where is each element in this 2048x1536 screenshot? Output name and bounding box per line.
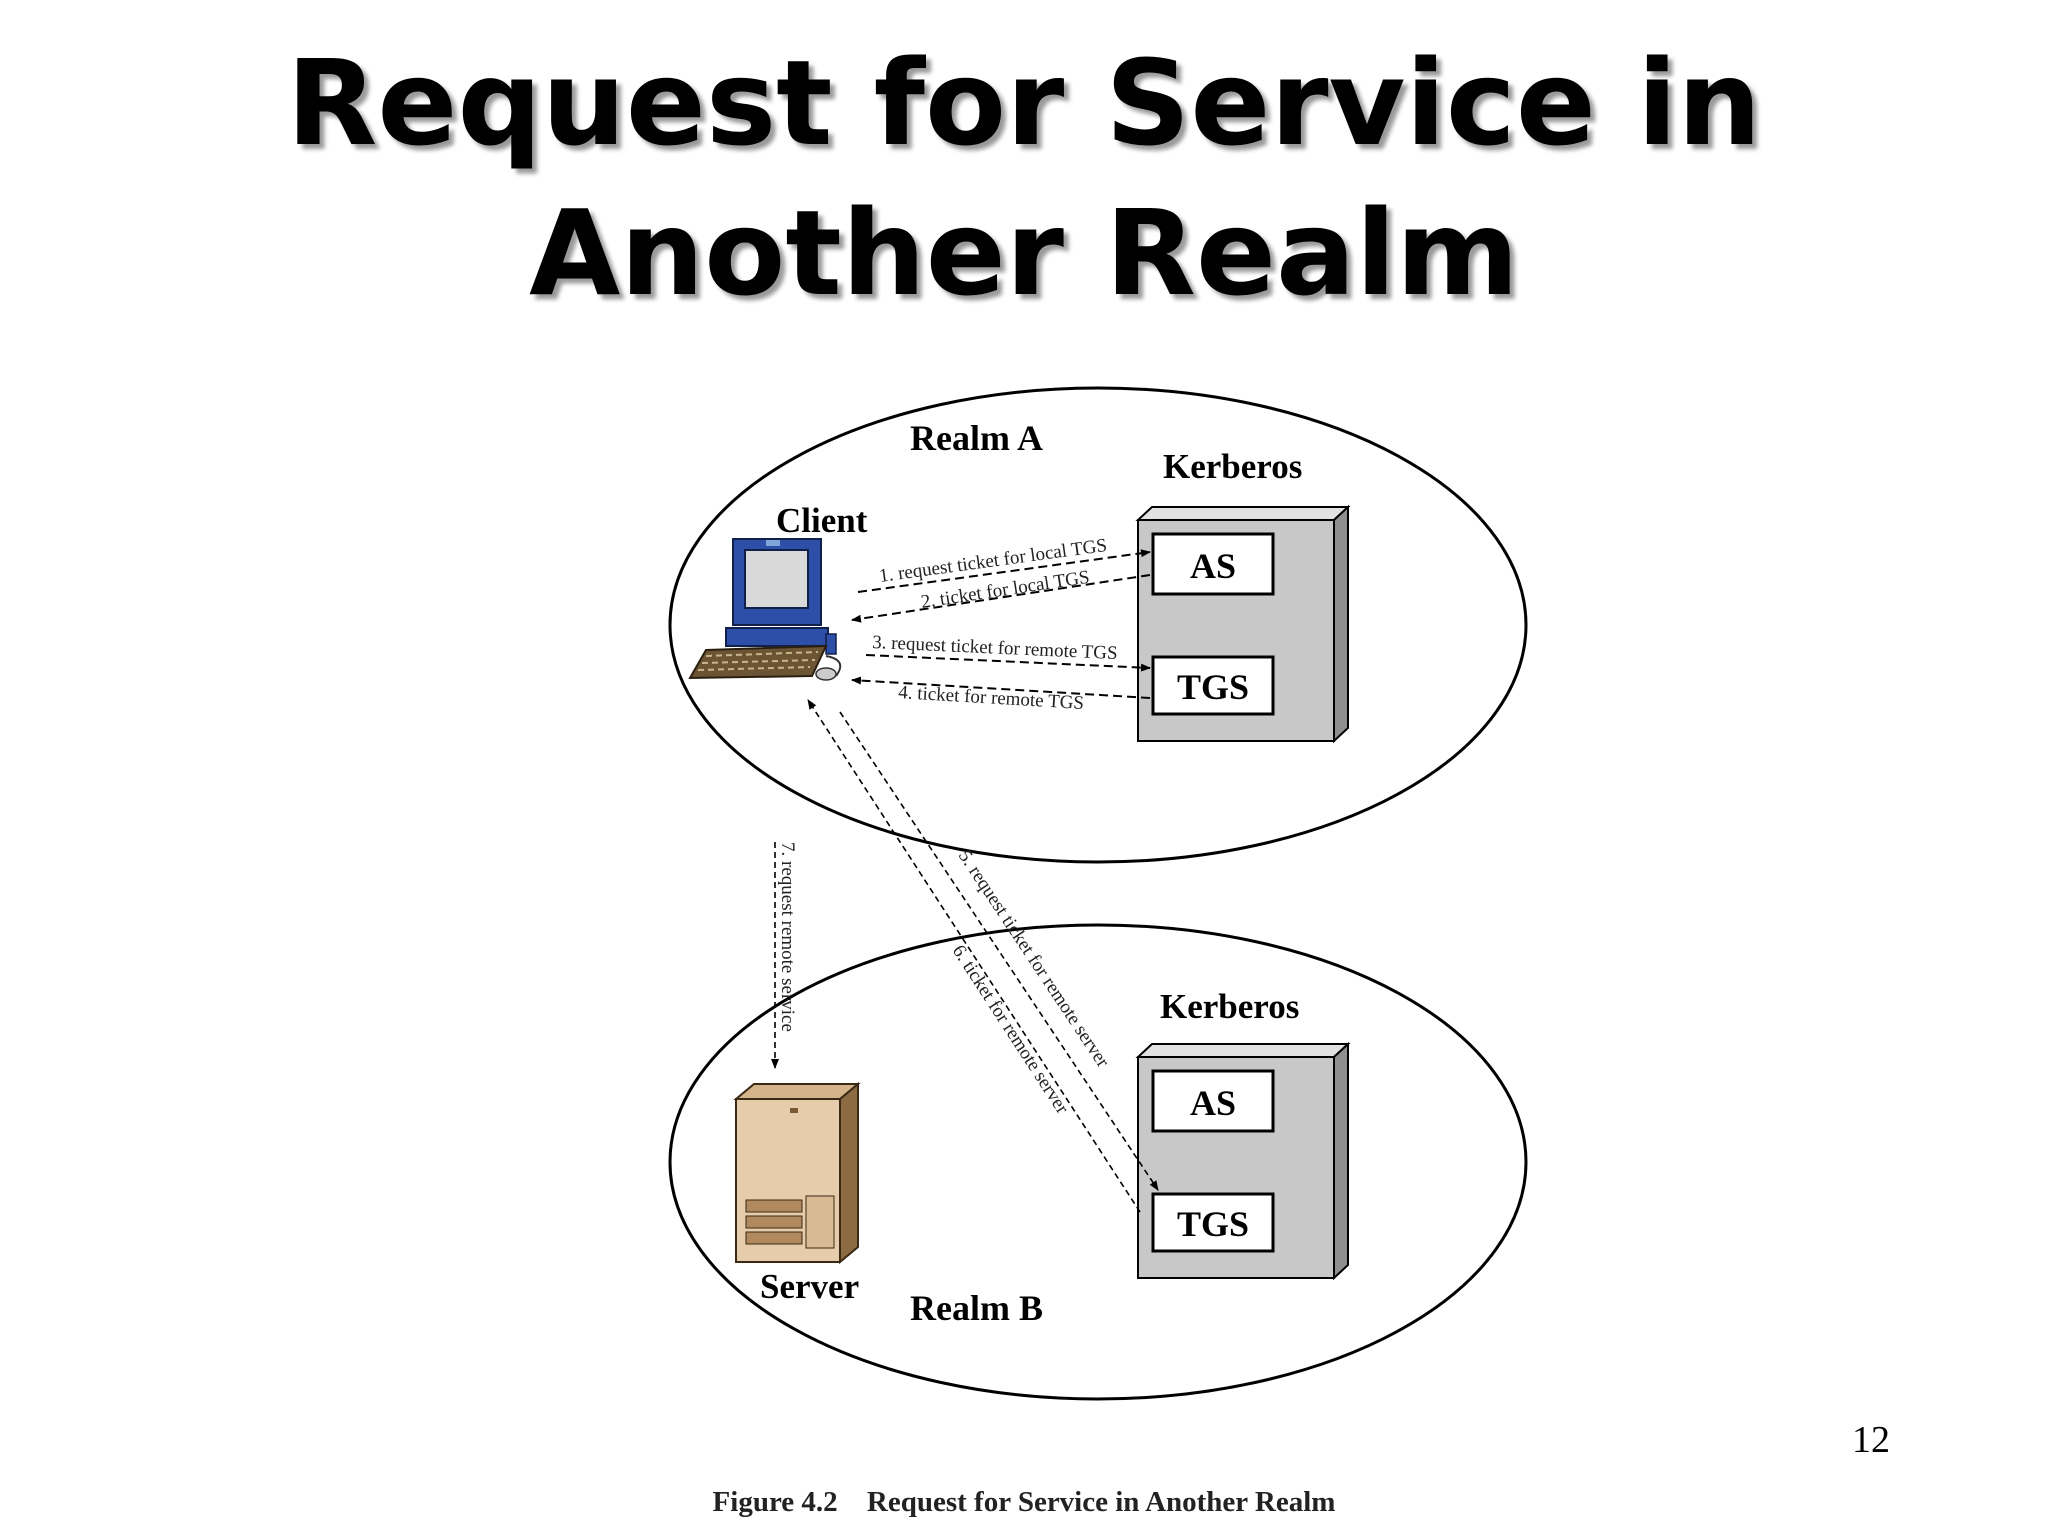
figure-number: Figure 4.2 — [712, 1486, 838, 1518]
message-arrow-4 — [851, 676, 1151, 699]
realm-b-kerberos-label: Kerberos — [1160, 987, 1299, 1026]
server-tower-icon — [733, 1081, 861, 1265]
realm-a-label: Realm A — [910, 418, 1043, 458]
realm-b-label: Realm B — [910, 1288, 1043, 1328]
slide-title-line-2: Another Realm — [528, 184, 1520, 322]
realm-a-kerberos-server: AS TGS — [1135, 504, 1351, 744]
slide-title: Request for Service in Another Realm — [0, 28, 2048, 328]
message-arrow-1 — [857, 549, 1151, 593]
figure-caption: Figure 4.2 Request for Service in Anothe… — [0, 1486, 2048, 1519]
message-arrow-3 — [865, 654, 1151, 672]
client-label: Client — [776, 501, 868, 540]
page-number: 12 — [1852, 1419, 1890, 1461]
message-label-6: 6. ticket for remote server — [948, 941, 1073, 1118]
message-arrow-2 — [851, 574, 1151, 623]
realm-b-tgs-label: TGS — [1177, 1204, 1249, 1244]
message-label-4: 4. ticket for remote TGS — [898, 682, 1085, 714]
realm-b-tgs-box — [1151, 1192, 1275, 1253]
realm-a-tgs-label: TGS — [1177, 667, 1249, 707]
realm-b: Realm B Kerberos Server AS TGS — [668, 923, 1528, 1401]
figure-title: Request for Service in Another Realm — [866, 1486, 1336, 1518]
realm-b-as-box — [1151, 1069, 1275, 1133]
computer-icon — [688, 538, 842, 681]
realm-a-kerberos-label: Kerberos — [1163, 447, 1302, 486]
realm-a-tgs-box — [1151, 655, 1275, 716]
realm-a-as-label: AS — [1190, 546, 1236, 586]
message-label-3: 3. request ticket for remote TGS — [872, 632, 1118, 664]
realm-a: Realm A Kerberos Client AS TGS 1. reques… — [668, 386, 1528, 864]
message-arrow-6 — [807, 699, 1141, 1213]
realm-a-as-box — [1151, 532, 1275, 596]
realm-a-ellipse — [668, 386, 1528, 864]
server-label: Server — [760, 1267, 859, 1306]
message-label-7: 7. request remote service — [777, 842, 798, 1032]
message-arrow-5 — [839, 711, 1159, 1191]
slide-title-line-1: Request for Service in — [286, 34, 1762, 172]
realm-b-ellipse — [668, 923, 1528, 1401]
realm-b-kerberos-server: AS TGS — [1135, 1041, 1351, 1281]
realm-b-as-label: AS — [1190, 1083, 1236, 1123]
